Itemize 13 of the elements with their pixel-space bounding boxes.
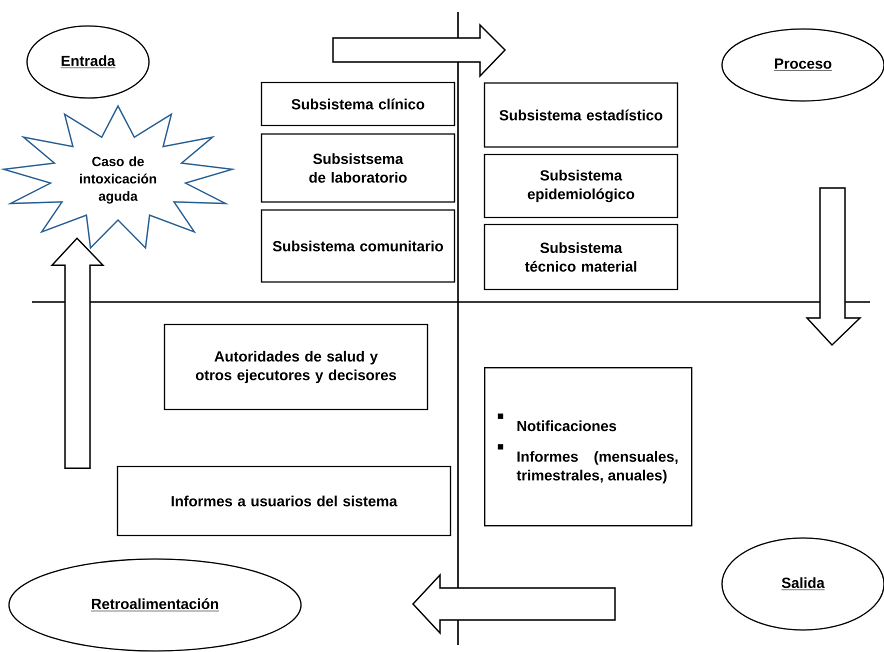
- ellipse-label: Retroalimentación: [8, 558, 302, 652]
- text-box: Subsistema clínico: [260, 82, 456, 126]
- text-box: Subsistsema de laboratorio: [260, 133, 456, 203]
- text-box: Subsistema estadístico: [484, 82, 678, 148]
- ellipse-label: Proceso: [721, 28, 884, 102]
- ellipse-label: Entrada: [26, 25, 150, 99]
- text-box: Subsistema técnico material: [484, 224, 678, 290]
- text-box: Subsistema epidemiológico: [484, 154, 678, 218]
- ellipse-label: Salida: [721, 537, 884, 631]
- text-box: Autoridades de salud y otros ejecutores y decisores: [164, 324, 428, 410]
- text-box: Informes a usuarios del sistema: [116, 466, 452, 536]
- bulleted-box: Notificaciones Informes (mensuales, trimestrales, anuales): [484, 367, 692, 526]
- text-box: Subsistema comunitario: [260, 209, 456, 283]
